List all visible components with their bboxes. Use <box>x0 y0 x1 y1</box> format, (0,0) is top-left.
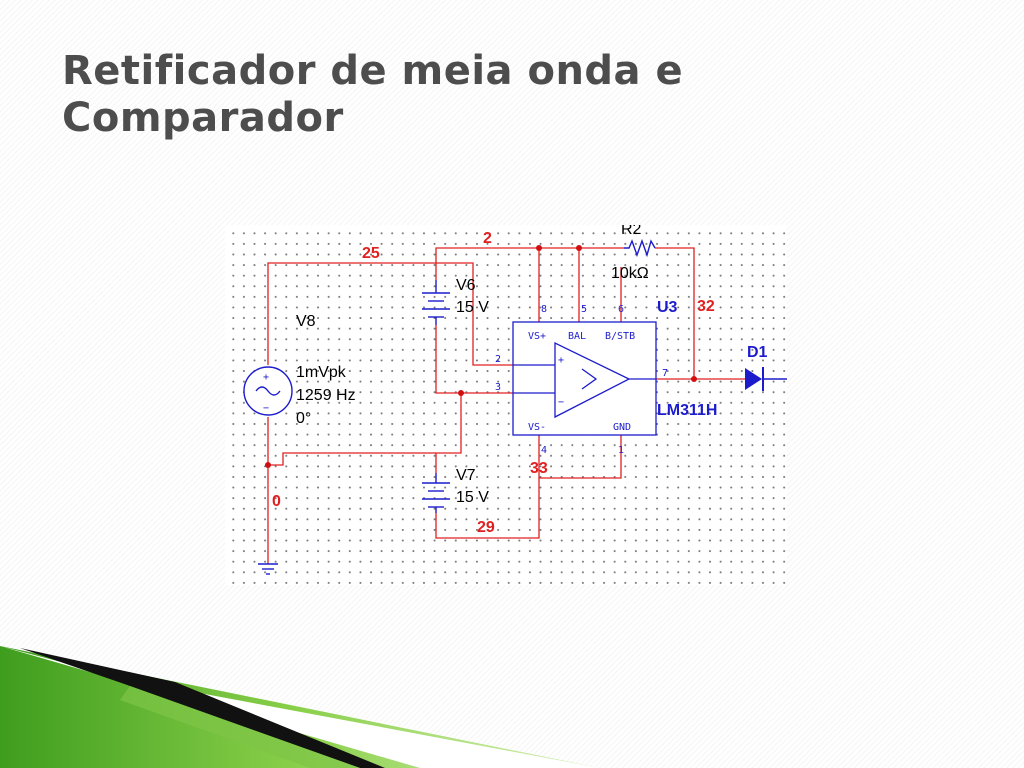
wire-net-2 <box>435 247 624 280</box>
circuit-schematic: + − <box>225 225 787 585</box>
comparator-minus-sign: − <box>558 397 564 408</box>
pin-number-4: 4 <box>541 445 547 456</box>
diode-ref: D1 <box>747 344 768 361</box>
pin-label-bstb: B/STB <box>605 331 635 342</box>
pin-number-3: 3 <box>495 382 501 393</box>
pin-label-vs-minus: VS- <box>528 422 546 433</box>
wire-v7-plus <box>435 393 462 473</box>
pin-label-bal: BAL <box>568 331 586 342</box>
battery-v7-voltage: 15 V <box>456 489 489 506</box>
source-frequency: 1259 Hz <box>296 387 356 404</box>
pin-label-vs-plus: VS+ <box>528 331 546 342</box>
pin-number-6: 6 <box>618 304 624 315</box>
junction-dot <box>691 376 697 382</box>
net-label-32: 32 <box>697 298 715 315</box>
net-label-2: 2 <box>483 230 492 247</box>
wires <box>267 247 745 564</box>
battery-v7-ref: V7 <box>456 467 476 484</box>
net-label-33: 33 <box>530 460 548 477</box>
pin-number-2: 2 <box>495 354 501 365</box>
title-line-2: Comparador <box>62 95 344 141</box>
ac-source-v8 <box>243 366 293 416</box>
slide-title: Retificador de meia onda e Comparador <box>62 48 862 142</box>
comparator-u3 <box>512 321 657 436</box>
wire-net-33 <box>539 435 622 479</box>
junction-dot <box>265 462 271 468</box>
ground-icon <box>258 563 278 575</box>
decorative-swoosh <box>0 646 600 768</box>
wire-net-29 <box>435 435 540 539</box>
resistor-value: 10kΩ <box>611 265 649 282</box>
wire-net-32 <box>655 247 695 379</box>
junction-dot <box>458 390 464 396</box>
resistor-ref: R2 <box>621 225 642 238</box>
junction-dot <box>576 245 582 251</box>
comparator-ref: U3 <box>657 299 678 316</box>
battery-v6-voltage: 15 V <box>456 299 489 316</box>
pin-number-8: 8 <box>541 304 547 315</box>
battery-v6 <box>422 280 450 325</box>
net-label-25: 25 <box>362 245 380 262</box>
net-label-29: 29 <box>477 519 495 536</box>
source-amplitude: 1mVpk <box>296 364 347 381</box>
comparator-plus-sign: + <box>558 355 564 366</box>
wire-net-0-v7 <box>268 452 436 466</box>
circuit-svg: + − <box>243 225 787 575</box>
wire-net-25 <box>267 262 555 366</box>
junction-dots <box>265 245 697 468</box>
title-line-1: Retificador de meia onda e <box>62 48 684 94</box>
source-ref: V8 <box>296 313 316 330</box>
pin-number-7: 7 <box>662 368 668 379</box>
pin-label-gnd: GND <box>613 422 631 433</box>
battery-v7 <box>422 473 450 513</box>
resistor-r2 <box>624 238 656 258</box>
source-plus-sign: + <box>263 372 269 383</box>
pin-number-1: 1 <box>618 445 624 456</box>
junction-dot <box>536 245 542 251</box>
source-minus-sign: − <box>263 403 269 414</box>
diode-d1 <box>745 367 787 391</box>
source-phase: 0° <box>296 410 311 427</box>
comparator-part: LM311H <box>657 402 717 419</box>
battery-v6-ref: V6 <box>456 277 476 294</box>
net-label-0: 0 <box>272 493 281 510</box>
pin-number-5: 5 <box>581 304 587 315</box>
